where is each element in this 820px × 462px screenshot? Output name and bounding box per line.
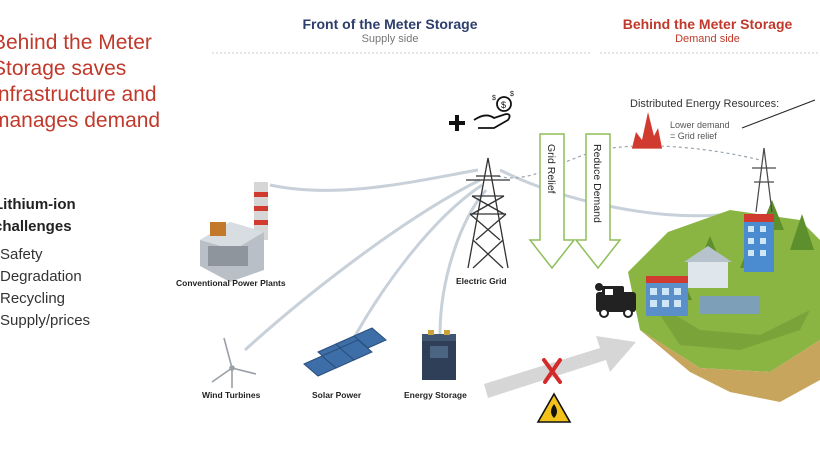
island-illustration	[628, 147, 820, 402]
island-tower	[752, 147, 776, 213]
der-title: Distributed Energy Resources:	[630, 98, 780, 110]
svg-text:$: $	[492, 95, 496, 102]
line-plant-grid	[269, 168, 479, 192]
power-tower-icon	[466, 157, 510, 269]
behind-meter-title: Behind the Meter Storage	[622, 16, 793, 32]
challenges-title-line-2: challenges	[0, 218, 72, 235]
plus-icon	[449, 115, 465, 131]
flammable-warning-icon	[536, 392, 572, 423]
der-lower-demand: Lower demand	[670, 120, 730, 130]
challenge-item: Supply/prices	[0, 312, 91, 329]
green-arrows	[528, 133, 622, 270]
factory-icon	[200, 182, 268, 282]
storage-arrow	[484, 336, 636, 398]
line-wind-grid	[243, 178, 481, 352]
challenges-title: Lithium-ion challenges	[0, 194, 76, 238]
svg-text:$: $	[510, 91, 514, 98]
challenges-title-line-1: Lithium-ion	[0, 196, 76, 213]
dashed-link	[497, 145, 761, 179]
front-of-meter-subtitle: Supply side	[361, 33, 419, 45]
front-of-meter-title: Front of the Meter Storage	[302, 16, 478, 32]
line-solar-grid	[348, 183, 483, 346]
battery-icon	[422, 330, 456, 380]
challenge-item: Safety	[0, 246, 43, 263]
grid-relief-label: Grid Relief	[545, 144, 557, 194]
headline: Behind the Meter Storage saves Infrastru…	[0, 30, 212, 134]
challenge-item: Recycling	[0, 290, 66, 307]
headline-line-4: manages demand	[0, 109, 161, 132]
challenges-list: Safety Degradation Recycling Supply/pric…	[0, 244, 90, 332]
front-of-meter-header: Front of the Meter Storage Supply side	[270, 16, 510, 45]
reduce-demand-arrow	[574, 133, 622, 270]
solar-panel-icon	[303, 327, 387, 377]
solar-roof	[700, 296, 760, 314]
wind-turbine-icon	[211, 337, 257, 388]
connection-lines	[243, 168, 721, 352]
cross-mark-icon	[542, 358, 562, 384]
der-grid-relief: = Grid relief	[670, 131, 717, 141]
headline-line-2: Storage saves	[0, 57, 127, 80]
challenge-item: Degradation	[0, 268, 82, 285]
der-pointer-line	[741, 99, 816, 129]
peak-chart-icon	[632, 112, 662, 149]
behind-meter-header: Behind the Meter Storage Demand side	[590, 16, 820, 45]
power-plants-label: Conventional Power Plants	[176, 278, 286, 288]
grid-relief-arrow	[528, 133, 576, 270]
line-storage-grid	[438, 189, 488, 336]
house-building	[688, 262, 728, 288]
reduce-demand-label: Reduce Demand	[591, 144, 603, 223]
svg-text:$: $	[501, 100, 506, 110]
solar-label: Solar Power	[312, 390, 362, 400]
apartment-building	[646, 282, 688, 316]
money-hand-icon: $ $ $	[473, 91, 514, 129]
headline-line-3: Infrastructure and	[0, 83, 157, 106]
wind-label: Wind Turbines	[202, 390, 261, 400]
behind-meter-subtitle: Demand side	[675, 33, 740, 45]
electric-grid-label: Electric Grid	[456, 276, 507, 286]
headline-line-1: Behind the Meter	[0, 31, 152, 54]
electric-car-icon	[595, 283, 636, 318]
storage-label: Energy Storage	[404, 390, 467, 400]
